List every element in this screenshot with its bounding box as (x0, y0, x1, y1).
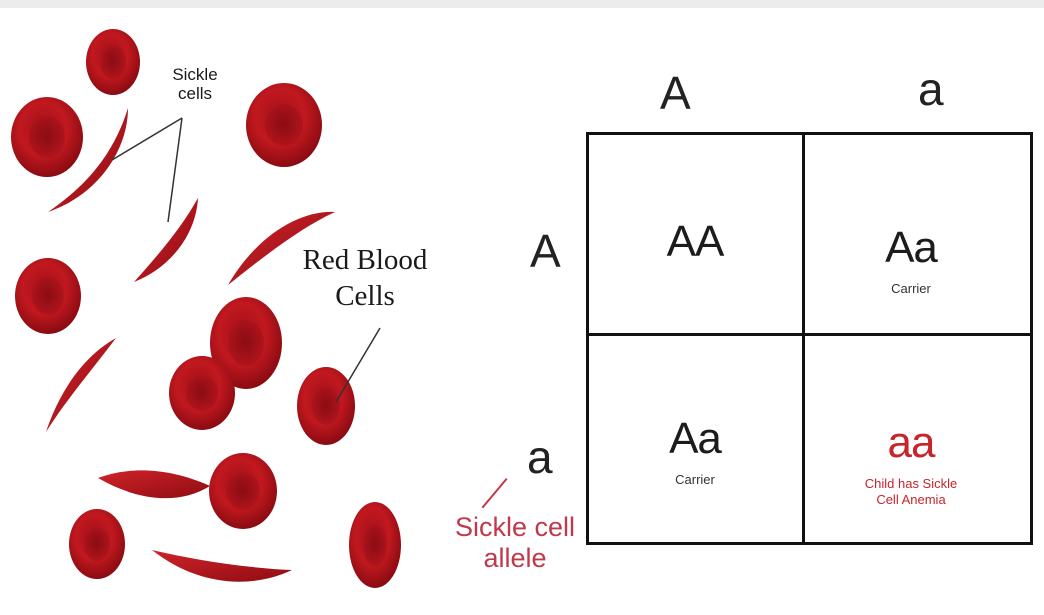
genotype-note: Child has Sickle Cell Anemia (805, 476, 1017, 507)
red-blood-cell (11, 97, 83, 177)
genotype-note: Carrier (589, 472, 801, 488)
red-blood-cell (209, 453, 277, 529)
genotype-label: Aa (805, 223, 1017, 273)
red-blood-cell (69, 509, 125, 579)
sickle-cell (152, 550, 292, 582)
sickle-cell-allele-label: Sickle cell allele (430, 512, 600, 574)
red-blood-cell (169, 356, 235, 430)
sickle-cell (98, 470, 210, 498)
column-allele-1: A (660, 66, 691, 120)
rbc-callout-line (336, 328, 380, 402)
sickle-callout-line (168, 118, 182, 222)
genotype-label: AA (589, 217, 801, 267)
genotype-note: Carrier (805, 281, 1017, 297)
column-allele-2: a (918, 62, 944, 116)
punnett-cell: AA (589, 135, 801, 335)
red-blood-cell (15, 258, 81, 334)
row-allele-1: A (530, 224, 561, 278)
genotype-label: Aa (589, 414, 801, 464)
red-blood-cell (349, 502, 401, 588)
row-allele-2: a (527, 430, 553, 484)
punnett-cell: aa Child has Sickle Cell Anemia (805, 336, 1017, 536)
punnett-square: AA Aa Carrier Aa Carrier aa Child has Si… (586, 132, 1033, 545)
red-blood-cells-label: Red Blood Cells (280, 242, 450, 315)
punnett-cell: Aa Carrier (805, 135, 1017, 335)
red-blood-cell (297, 367, 355, 445)
red-blood-cell (246, 83, 322, 167)
sickle-cells-label: Sickle cells (150, 66, 240, 103)
sickle-cell (134, 198, 198, 282)
sickle-cell (46, 338, 116, 432)
red-blood-cell (86, 29, 140, 95)
genotype-label: aa (805, 418, 1017, 468)
punnett-cell: Aa Carrier (589, 336, 801, 536)
